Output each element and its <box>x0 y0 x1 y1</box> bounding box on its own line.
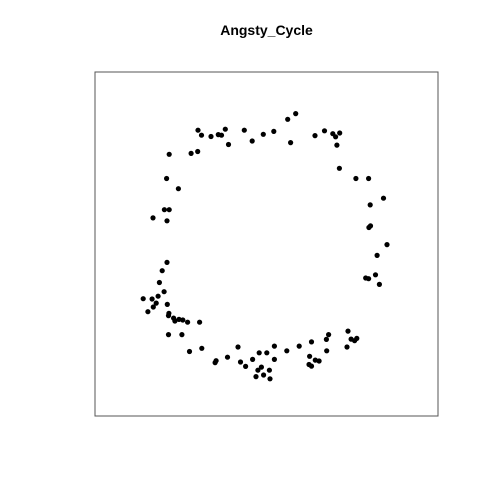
scatter-point <box>334 142 340 148</box>
scatter-point <box>271 356 277 362</box>
scatter-point <box>186 348 193 355</box>
scatter-point <box>149 296 155 302</box>
scatter-point <box>367 223 374 229</box>
scatter-point <box>256 350 262 356</box>
scatter-point <box>225 141 232 148</box>
scatter-point <box>285 116 291 122</box>
scatter-point <box>267 376 273 382</box>
scatter-point <box>336 165 342 171</box>
scatter-point <box>326 332 332 338</box>
scatter-point <box>253 374 259 380</box>
scatter-point <box>195 148 201 155</box>
scatter-point <box>337 130 343 136</box>
scatter-point <box>249 138 255 144</box>
scatter-point <box>156 279 162 286</box>
scatter-point <box>161 289 167 295</box>
scatter-point <box>308 363 315 369</box>
scatter-point <box>288 140 294 146</box>
scatter-point <box>164 301 170 307</box>
scatter-point <box>208 133 214 140</box>
scatter-point <box>353 175 359 182</box>
scatter-point <box>165 332 172 338</box>
scatter-point <box>188 150 194 156</box>
scatter-point <box>384 242 390 248</box>
scatter-point <box>323 336 329 342</box>
scatter-point <box>145 309 151 315</box>
scatter-point <box>165 313 172 319</box>
scatter-point <box>164 218 170 224</box>
scatter-point <box>159 268 165 274</box>
scatter-point <box>321 128 328 134</box>
scatter-point <box>293 111 299 117</box>
scatter-point <box>153 300 159 306</box>
scatter-point <box>354 335 360 341</box>
scatter-point <box>150 304 156 310</box>
scatter-point <box>258 364 264 370</box>
scatter-point <box>215 132 221 138</box>
scatter-point <box>179 332 185 338</box>
scatter-point <box>296 343 302 349</box>
plot-frame <box>94 71 439 417</box>
data-points <box>140 111 390 382</box>
scatter-point <box>172 318 178 324</box>
scatter-point <box>271 343 277 349</box>
scatter-point <box>367 202 373 208</box>
scatter-point <box>243 363 249 369</box>
scatter-point <box>164 175 170 182</box>
scatter-point <box>212 360 218 366</box>
scatter-point <box>150 215 156 221</box>
scatter-point <box>185 319 191 325</box>
scatter-point <box>241 127 247 133</box>
scatter-point <box>161 207 167 213</box>
scatter-point <box>166 207 172 213</box>
scatter-point <box>222 126 228 132</box>
scatter-point <box>333 134 339 140</box>
scatter-point <box>271 128 277 134</box>
scatter-point <box>308 339 315 345</box>
scatter-point <box>316 358 322 364</box>
scatter-point <box>198 132 205 138</box>
scatter-point <box>195 127 201 133</box>
scatter-point <box>284 348 290 354</box>
scatter-point <box>376 281 382 287</box>
scatter-point <box>235 344 241 350</box>
scatter-point <box>164 259 170 265</box>
scatter-point <box>224 354 231 360</box>
scatter-point <box>344 344 350 350</box>
scatter-point <box>255 367 261 373</box>
scatter-point <box>261 372 267 378</box>
scatter-point <box>140 296 146 302</box>
scatter-point <box>199 345 205 351</box>
scatter-point <box>324 348 330 354</box>
scatter-point <box>366 175 372 182</box>
scatter-point <box>363 275 369 281</box>
scatter-point <box>180 317 186 323</box>
chart-title: Angsty_Cycle <box>220 22 313 38</box>
scatter-point <box>264 350 270 356</box>
scatter-point <box>372 272 379 278</box>
scatter-point <box>175 186 181 192</box>
scatter-point <box>260 131 266 137</box>
scatter-point <box>197 319 203 325</box>
scatter-point <box>307 353 313 359</box>
scatter-point <box>250 356 256 362</box>
scatter-point <box>374 252 380 258</box>
scatter-point <box>266 367 272 373</box>
scatter-point <box>345 328 351 334</box>
scatter-point <box>380 195 387 201</box>
scatter-point <box>237 359 244 365</box>
scatter-point <box>166 151 172 157</box>
scatter-point <box>155 293 161 299</box>
scatter-point <box>312 133 318 139</box>
